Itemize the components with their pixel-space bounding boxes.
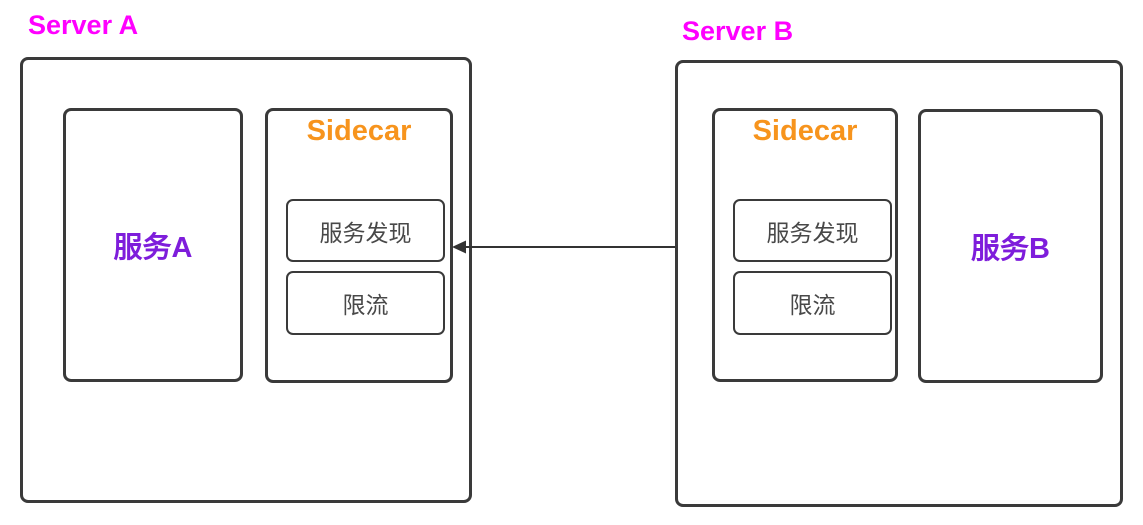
service-a-label: 服务A [113,232,193,264]
service-b-label: 服务B [971,233,1050,265]
rate-limit-a-label: 限流 [342,292,389,318]
service-b-box: 服务B [918,109,1103,383]
sidecar-b-box: Sidecar 服务发现 限流 [712,108,898,382]
arrowhead-left-icon [452,240,466,254]
sidecar-a-box: Sidecar 服务发现 限流 [265,108,453,383]
sidecar-b-title: Sidecar [752,115,858,147]
service-discovery-b-box: 服务发现 [733,199,892,262]
server-b-title: Server B [682,16,794,46]
rate-limit-b-label: 限流 [789,292,836,318]
service-a-box: 服务A [63,108,243,382]
rate-limit-a-box: 限流 [286,271,445,335]
service-discovery-b-label: 服务发现 [766,219,859,246]
rate-limit-b-box: 限流 [733,271,892,335]
service-discovery-a-label: 服务发现 [319,219,412,246]
sidecar-a-title: Sidecar [306,115,412,147]
server-a-title: Server A [28,10,139,40]
service-discovery-a-box: 服务发现 [286,199,445,262]
